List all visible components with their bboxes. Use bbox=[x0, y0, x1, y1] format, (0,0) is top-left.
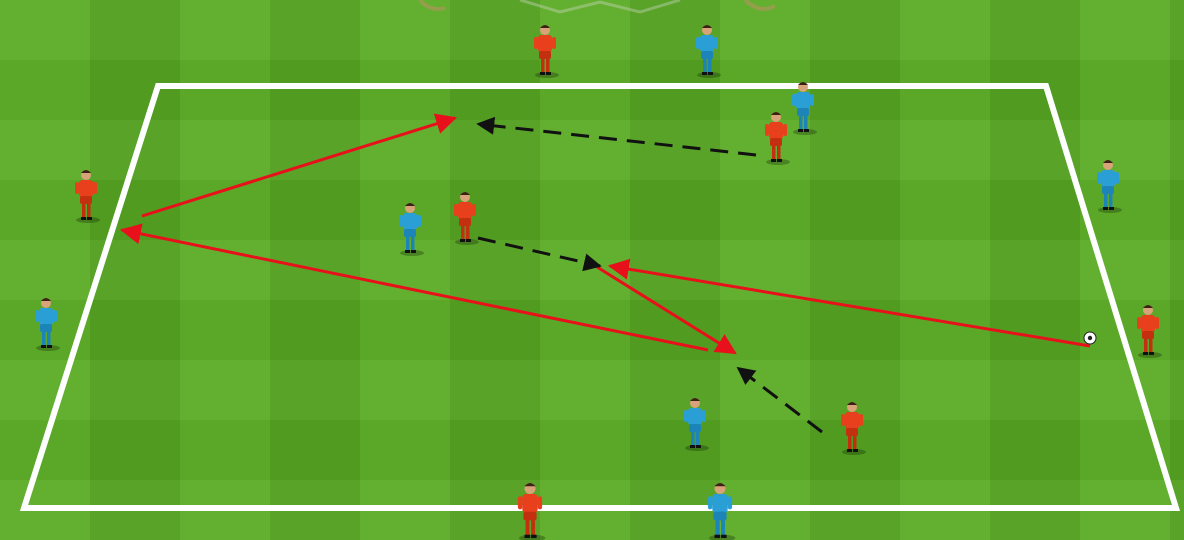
soccer-ball bbox=[1084, 332, 1096, 344]
